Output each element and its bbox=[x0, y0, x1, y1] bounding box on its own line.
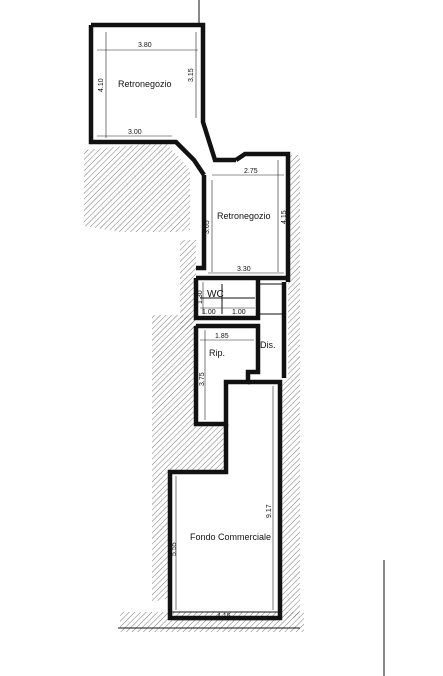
dim-wc-width-b: 1.00 bbox=[232, 309, 246, 316]
dim-wc-width-a: 1.00 bbox=[202, 309, 216, 316]
wc-window bbox=[258, 283, 286, 315]
label-ripostiglio: Rip. bbox=[209, 348, 225, 358]
dim-fondo-right: 9.17 bbox=[266, 504, 273, 518]
dim-r2-left: 3.65 bbox=[204, 220, 211, 234]
dim-r1-left: 4.10 bbox=[98, 78, 105, 92]
label-retronegozio-2: Retronegozio bbox=[217, 211, 271, 221]
walls bbox=[88, 22, 300, 629]
wall-retronegozio-1-left bbox=[88, 25, 206, 177]
wall-retronegozio-1 bbox=[91, 22, 236, 163]
wall-retronegozio-2-left bbox=[196, 175, 207, 271]
hatch-mid-left bbox=[180, 240, 196, 330]
label-disimpegno: Dis. bbox=[260, 340, 276, 350]
dimension-labels: 3.80 4.10 3.15 3.00 2.75 4.15 3.65 3.30 … bbox=[98, 42, 288, 620]
dim-r2-bottom: 3.30 bbox=[237, 266, 251, 273]
dim-r2-right: 4.15 bbox=[281, 210, 288, 224]
wall-retronegozio-2-top bbox=[234, 151, 291, 282]
hatch-right-strip bbox=[280, 155, 300, 618]
dim-fondo-left: 5.55 bbox=[171, 542, 178, 556]
wall-fondo bbox=[167, 379, 283, 621]
hatch-left-lower bbox=[152, 315, 226, 602]
dim-r1-inner: 3.15 bbox=[188, 68, 195, 82]
dim-r1-top: 3.80 bbox=[138, 42, 152, 49]
label-wc: WC bbox=[207, 289, 224, 300]
dimension-lines bbox=[97, 32, 284, 621]
label-fondo-commerciale: Fondo Commerciale bbox=[190, 532, 271, 542]
dim-wc-height: 1.30 bbox=[197, 290, 204, 304]
dim-rip-width: 1.85 bbox=[215, 333, 229, 340]
hatch-left-upper bbox=[84, 142, 190, 232]
room-labels: Retronegozio Retronegozio WC Rip. Dis. F… bbox=[118, 79, 276, 542]
dim-r1-bottom: 3.00 bbox=[128, 129, 142, 136]
hatch-bottom-band bbox=[120, 612, 304, 632]
dim-r2-top: 2.75 bbox=[244, 168, 258, 175]
dim-fondo-bottom: 4.15 bbox=[217, 613, 231, 620]
label-retronegozio-1: Retronegozio bbox=[118, 79, 172, 89]
wall-wc bbox=[193, 278, 261, 321]
dim-rip-height: 3.75 bbox=[199, 372, 206, 386]
